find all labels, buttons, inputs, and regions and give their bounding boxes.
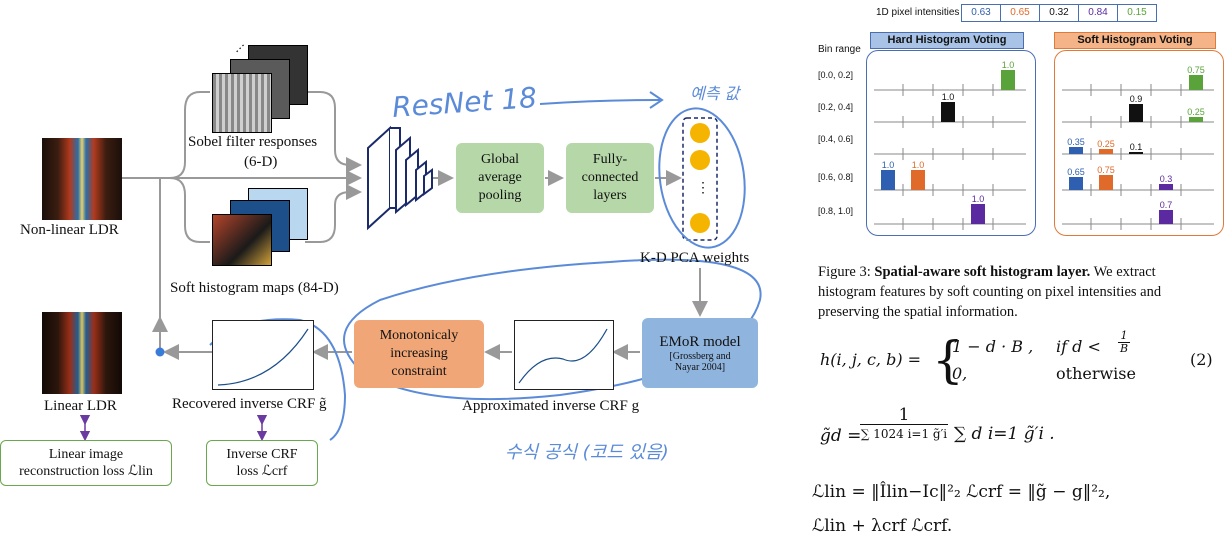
histogram-bar-label: 1.0 bbox=[972, 194, 985, 204]
histogram-bar bbox=[1189, 75, 1203, 90]
bin-range-item: [0.6, 0.8] bbox=[818, 172, 854, 182]
hard-histogram-panel bbox=[866, 50, 1036, 236]
histogram-bar-label: 0.3 bbox=[1160, 174, 1173, 184]
recovered-crf-plot bbox=[212, 320, 314, 390]
histogram-bar bbox=[911, 170, 925, 190]
soft-histogram-label: Soft histogram maps (84-D) bbox=[170, 280, 339, 296]
hard-histogram-title: Hard Histogram Voting bbox=[870, 32, 1024, 49]
histogram-bar-label: 1.0 bbox=[942, 92, 955, 102]
histogram-bar-label: 0.1 bbox=[1130, 142, 1143, 152]
hard-histogram-chart: 1.0 1.0 1.0 1.0 1.0 bbox=[874, 60, 1026, 230]
histogram-bar bbox=[1001, 70, 1015, 90]
crf-loss-box: Inverse CRF loss ℒcrf bbox=[206, 440, 318, 486]
nonlinear-ldr-label: Non-linear LDR bbox=[20, 222, 119, 238]
bin-range-item: [0.4, 0.6] bbox=[818, 134, 854, 144]
soft-histogram-chart: 0.75 0.9 0.25 0.35 0.25 0.1 0.65 0.75 0.3 0.7 bbox=[1062, 65, 1214, 230]
histogram-bar-label: 0.25 bbox=[1097, 139, 1115, 149]
pixel-value: 0.32 bbox=[1040, 5, 1079, 21]
histogram-bar bbox=[1099, 149, 1113, 154]
histogram-bar bbox=[1129, 152, 1143, 154]
histogram-bar-label: 0.75 bbox=[1187, 65, 1205, 75]
soft-histogram-stack bbox=[212, 188, 308, 268]
pca-weights-label: K-D PCA weights bbox=[640, 250, 750, 266]
bin-range-item: [0.8, 1.0] bbox=[818, 206, 854, 216]
global-average-pooling-box: Global average pooling bbox=[456, 143, 544, 213]
figure-caption: Figure 3: Spatial-aware soft histogram l… bbox=[818, 264, 1162, 320]
soft-histogram-title: Soft Histogram Voting bbox=[1054, 32, 1216, 49]
pipeline-connectors bbox=[79, 91, 762, 442]
histogram-bar bbox=[1069, 147, 1083, 154]
equation-g: g̃d = 1 ∑ 1024 i=1 g̃′i ∑ d i=1 g̃′i . bbox=[820, 405, 1055, 446]
histogram-bar-label: 0.25 bbox=[1187, 107, 1205, 117]
sobel-dim: (6-D) bbox=[244, 154, 278, 170]
nonlinear-ldr-image bbox=[42, 138, 122, 220]
histogram-bar bbox=[1159, 210, 1173, 224]
soft-histogram-panel bbox=[1054, 50, 1224, 236]
pixel-value: 0.65 bbox=[1001, 5, 1040, 21]
emor-model-box: EMoR model [Grossberg and Nayar 2004] bbox=[642, 318, 758, 388]
histogram-bar bbox=[1189, 117, 1203, 122]
histogram-bar bbox=[971, 204, 985, 224]
approximated-crf-plot bbox=[514, 320, 614, 390]
histogram-bar bbox=[1129, 104, 1143, 122]
histogram-bar-label: 0.65 bbox=[1067, 167, 1085, 177]
linear-ldr-label: Linear LDR bbox=[44, 398, 117, 414]
pixel-value: 0.84 bbox=[1079, 5, 1118, 21]
histogram-bar-label: 1.0 bbox=[1002, 60, 1015, 70]
histogram-bar bbox=[941, 102, 955, 122]
pca-dots: ⋮ bbox=[696, 181, 710, 196]
bin-range-label: Bin range bbox=[818, 44, 861, 55]
bin-range-item: [0.2, 0.4] bbox=[818, 102, 854, 112]
histogram-bar-label: 1.0 bbox=[882, 160, 895, 170]
histogram-bar bbox=[1159, 184, 1173, 190]
sobel-label: Sobel filter responses bbox=[188, 134, 318, 150]
prediction-note-handwriting: 예측 값 bbox=[690, 84, 740, 103]
equation-losses: ℒlin = ‖Îlin−Ic‖²₂ ℒcrf = ‖g̃ − g‖²₂, bbox=[812, 482, 1111, 502]
histogram-bar bbox=[1069, 177, 1083, 190]
histogram-bar-label: 0.75 bbox=[1097, 165, 1115, 175]
pixel-intensities-label: 1D pixel intensities bbox=[876, 7, 960, 18]
histogram-bar-label: 0.9 bbox=[1130, 94, 1143, 104]
recovered-crf-label: Recovered inverse CRF g̃ bbox=[172, 396, 327, 412]
sobel-image-stack: ⋮ bbox=[212, 39, 308, 135]
linear-ldr-image bbox=[42, 312, 122, 394]
linear-loss-box: Linear image reconstruction loss ℒlin bbox=[0, 440, 172, 486]
approximated-crf-label: Approximated inverse CRF g bbox=[462, 398, 640, 414]
histogram-bar-label: 0.35 bbox=[1067, 137, 1085, 147]
fully-connected-box: Fully- connected layers bbox=[566, 143, 654, 213]
histogram-bar bbox=[881, 170, 895, 190]
pixel-value: 0.15 bbox=[1118, 5, 1157, 21]
pixel-value: 0.63 bbox=[962, 5, 1001, 21]
histogram-bar-label: 1.0 bbox=[912, 160, 925, 170]
pca-weights-box bbox=[682, 117, 718, 241]
pixel-intensities-row: 0.63 0.65 0.32 0.84 0.15 bbox=[961, 4, 1157, 22]
monotonic-constraint-box: Monotonicaly increasing constraint bbox=[354, 320, 484, 388]
histogram-bar bbox=[1099, 175, 1113, 190]
equation-total-loss: ℒlin + λcrf ℒcrf. bbox=[812, 516, 953, 536]
histogram-bar-label: 0.7 bbox=[1160, 200, 1173, 210]
equation-h: h(i, j, c, b) = { 1 − d · B , if d < 1 B… bbox=[820, 329, 1213, 390]
bin-range-item: [0.0, 0.2] bbox=[818, 70, 854, 80]
formula-note-handwriting: 수식 공식 (코드 있음) bbox=[505, 442, 669, 463]
